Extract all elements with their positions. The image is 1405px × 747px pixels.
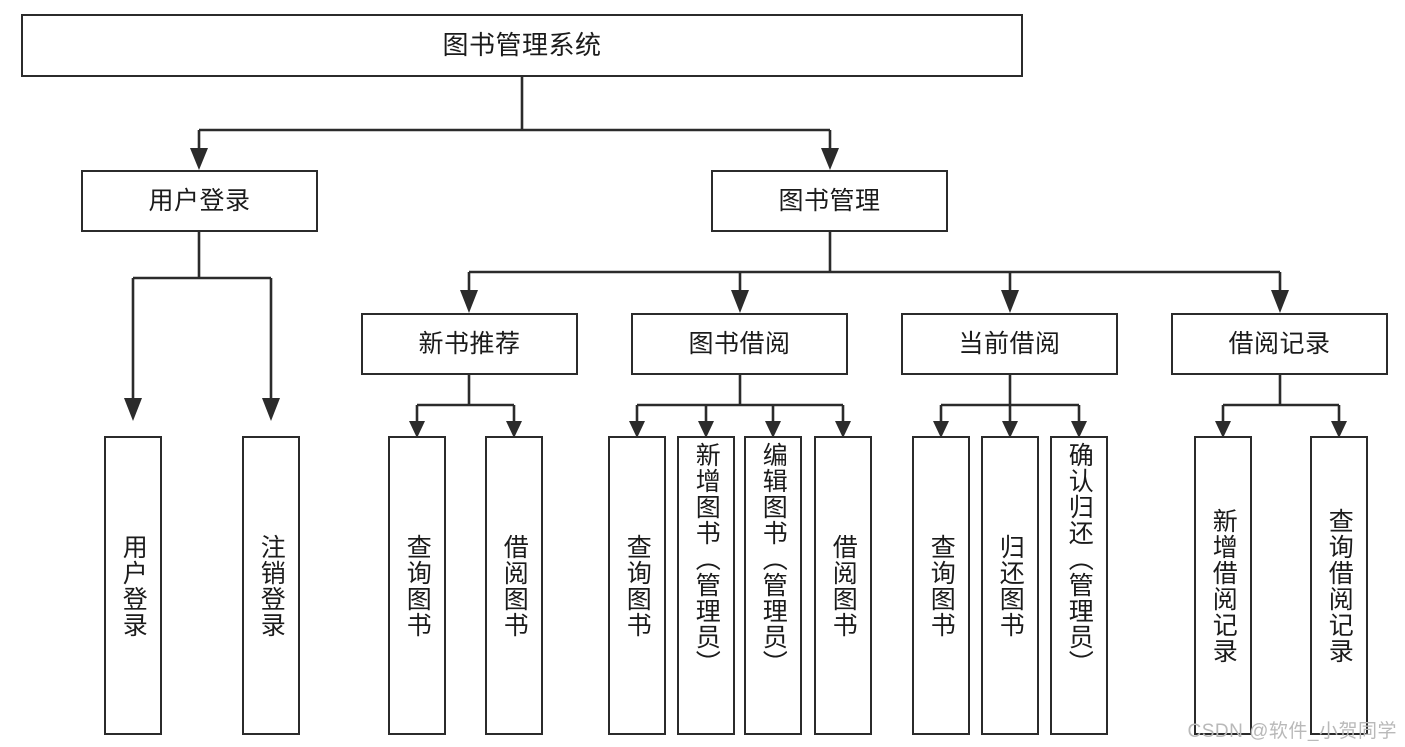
leaf-new-book-borrow-label: 借阅图书 <box>500 533 529 638</box>
leaf-user-login-login[interactable]: 用户登录 <box>104 436 162 735</box>
node-user-login-label: 用户登录 <box>148 186 251 215</box>
leaf-book-borrow-add[interactable]: 新增图书（管理员） <box>677 436 735 735</box>
node-current-borrow[interactable]: 当前借阅 <box>901 313 1118 375</box>
leaf-borrow-record-add-label: 新增借阅记录 <box>1209 507 1238 664</box>
leaf-current-borrow-confirm[interactable]: 确认归还（管理员） <box>1050 436 1108 735</box>
leaf-user-login-login-label: 用户登录 <box>119 533 148 638</box>
leaf-new-book-query[interactable]: 查询图书 <box>388 436 446 735</box>
node-root-system[interactable]: 图书管理系统 <box>21 14 1023 77</box>
node-new-book-recommend[interactable]: 新书推荐 <box>361 313 578 375</box>
leaf-current-borrow-query-label: 查询图书 <box>927 533 956 638</box>
node-user-login[interactable]: 用户登录 <box>81 170 318 232</box>
node-book-borrow[interactable]: 图书借阅 <box>631 313 848 375</box>
node-borrow-record-label: 借阅记录 <box>1228 329 1331 358</box>
leaf-user-login-logout[interactable]: 注销登录 <box>242 436 300 735</box>
leaf-borrow-record-query[interactable]: 查询借阅记录 <box>1310 436 1368 735</box>
node-new-book-recommend-label: 新书推荐 <box>418 329 521 358</box>
leaf-borrow-record-add[interactable]: 新增借阅记录 <box>1194 436 1252 735</box>
leaf-book-borrow-borrow[interactable]: 借阅图书 <box>814 436 872 735</box>
node-book-borrow-label: 图书借阅 <box>688 329 791 358</box>
leaf-borrow-record-query-label: 查询借阅记录 <box>1325 507 1354 664</box>
leaf-new-book-query-label: 查询图书 <box>403 533 432 638</box>
leaf-book-borrow-edit-label: 编辑图书（管理员） <box>759 442 788 676</box>
leaf-current-borrow-query[interactable]: 查询图书 <box>912 436 970 735</box>
leaf-book-borrow-query[interactable]: 查询图书 <box>608 436 666 735</box>
leaf-book-borrow-add-label: 新增图书（管理员） <box>692 442 721 676</box>
node-root-system-label: 图书管理系统 <box>442 29 602 60</box>
node-book-management[interactable]: 图书管理 <box>711 170 948 232</box>
arrowheads <box>124 148 1347 438</box>
leaf-user-login-logout-label: 注销登录 <box>257 533 286 638</box>
leaf-current-borrow-return-label: 归还图书 <box>996 533 1025 638</box>
node-current-borrow-label: 当前借阅 <box>958 329 1061 358</box>
leaf-current-borrow-return[interactable]: 归还图书 <box>981 436 1039 735</box>
leaf-current-borrow-confirm-label: 确认归还（管理员） <box>1065 442 1094 676</box>
node-book-management-label: 图书管理 <box>778 186 881 215</box>
leaf-book-borrow-query-label: 查询图书 <box>623 533 652 638</box>
leaf-new-book-borrow[interactable]: 借阅图书 <box>485 436 543 735</box>
leaf-book-borrow-edit[interactable]: 编辑图书（管理员） <box>744 436 802 735</box>
leaf-book-borrow-borrow-label: 借阅图书 <box>829 533 858 638</box>
node-borrow-record[interactable]: 借阅记录 <box>1171 313 1388 375</box>
